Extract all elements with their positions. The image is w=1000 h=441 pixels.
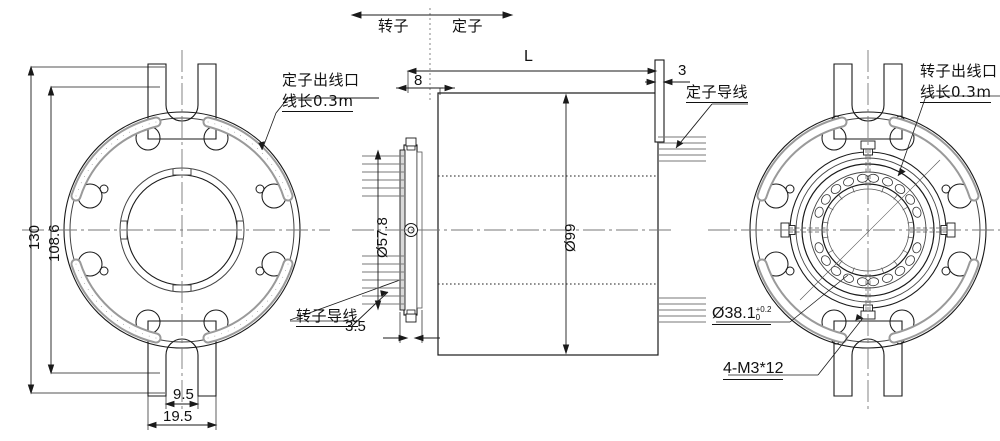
rotor-wire-leader-arrow xyxy=(351,290,389,327)
callout-rotor-outlet-line1: 转子出线口 xyxy=(920,62,998,80)
dimension-body-diameter: Ø99 xyxy=(562,223,579,252)
axis-label-rotor: 转子 xyxy=(378,17,410,35)
callout-stator-outlet-line1: 定子出线口 xyxy=(282,71,360,89)
left-dimensions xyxy=(27,65,218,430)
dimension-length-total: L xyxy=(524,48,533,65)
bore-tol-upper: +0.2 xyxy=(755,305,772,314)
left-arc-slots xyxy=(70,116,294,344)
rotor-screw-top-shank xyxy=(406,145,416,151)
right-flange-plate xyxy=(654,59,665,143)
left-lug-top xyxy=(147,63,217,140)
right-arc-slots xyxy=(756,116,980,344)
dimension-offset-front: 8 xyxy=(414,72,423,89)
right-lug-top xyxy=(833,63,903,140)
callout-stator-outlet-line2: 线长0.3m xyxy=(282,92,354,113)
axis-label-stator: 定子 xyxy=(452,17,484,35)
rotor-wire-leader xyxy=(289,279,401,322)
dimension-flange-thickness: 3 xyxy=(678,62,687,79)
callout-rotor-outlet-line2: 线长0.3m xyxy=(920,83,992,104)
right-leaders xyxy=(716,95,1000,376)
left-lug-bottom xyxy=(147,320,217,397)
callout-rotor-wire: 转子导线 xyxy=(296,307,359,328)
right-face-view xyxy=(708,50,1000,410)
rotor-ball-ring xyxy=(814,173,922,287)
rotor-screw-top xyxy=(405,137,417,147)
callout-stator-wire: 定子导线 xyxy=(686,83,749,104)
stator-wire-leader xyxy=(675,103,748,149)
rotor-wire-bundle-upper xyxy=(362,155,404,197)
bore-diameter-value: Ø38.1 xyxy=(712,305,756,322)
left-pin-holes xyxy=(99,184,265,276)
dimension-slot-width-outer: 19.5 xyxy=(163,408,193,425)
dimension-slot-width-inner: 9.5 xyxy=(173,386,194,403)
bore-tol-lower: 0 xyxy=(755,313,761,322)
dimension-rotor-plate-thickness: 3.5 xyxy=(345,318,366,335)
center-section-view xyxy=(352,8,706,356)
rotor-screw-bottom-shank xyxy=(406,309,416,315)
stator-body xyxy=(437,92,659,356)
stator-outlet-leader xyxy=(258,97,379,151)
right-lug-bottom xyxy=(833,320,903,397)
rotor-screw-bottom xyxy=(405,313,417,323)
stator-wire-bundle-lower xyxy=(658,297,706,323)
left-face-view xyxy=(22,50,330,410)
dimension-bolt-circle: 108.6 xyxy=(46,224,63,262)
rotor-wire-bundle-lower xyxy=(362,255,404,305)
dimension-rotor-diameter: Ø57.8 xyxy=(374,217,391,258)
callout-screw-spec: 4-M3*12 xyxy=(723,360,784,380)
dimension-outer-diameter: 130 xyxy=(26,224,43,250)
